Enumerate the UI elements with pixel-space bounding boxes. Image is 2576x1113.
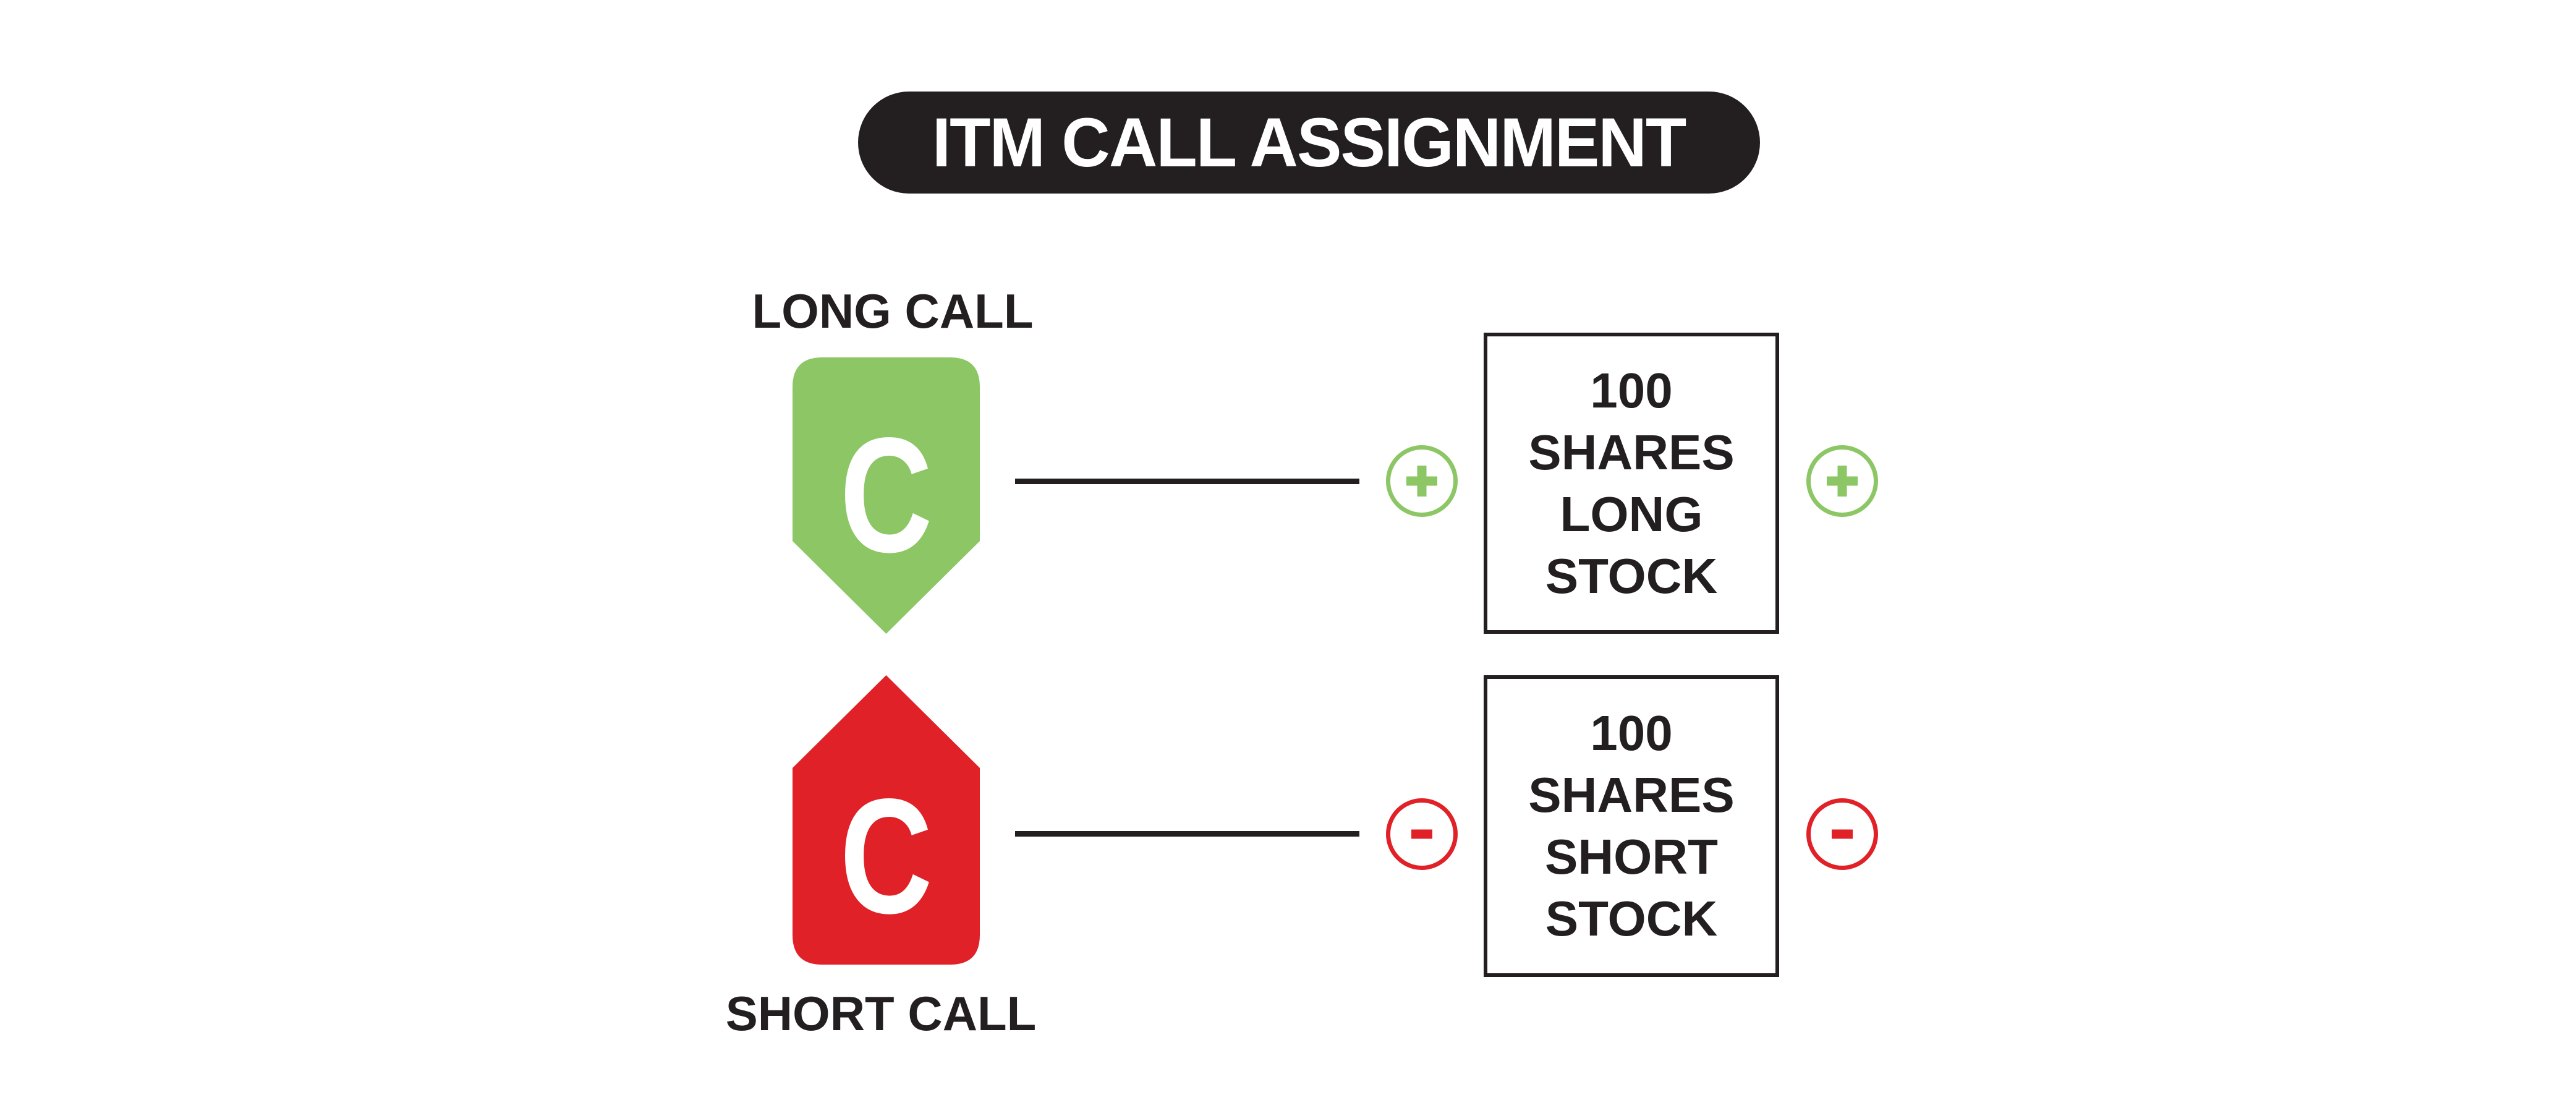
long-stock-result-box: 100 SHARES LONG STOCK — [1484, 333, 1779, 634]
box-line: STOCK — [1545, 891, 1718, 946]
box-line: 100 — [1590, 362, 1673, 418]
long-call-badge-letter: C — [840, 404, 933, 587]
plus-bar-vertical — [1417, 466, 1427, 497]
box-line: STOCK — [1545, 548, 1718, 603]
page-title: ITM CALL ASSIGNMENT — [932, 104, 1686, 181]
minus-bar — [1411, 829, 1432, 839]
short-stock-result-box: 100 SHARES SHORT STOCK — [1484, 675, 1779, 977]
box-line: 100 — [1590, 706, 1673, 761]
title-pill: ITM CALL ASSIGNMENT — [858, 92, 1760, 194]
box-line: SHORT — [1545, 829, 1718, 884]
box-line: LONG — [1560, 486, 1703, 542]
call-badge-down-icon: C — [793, 357, 980, 634]
plus-bar-vertical — [1837, 466, 1847, 497]
long-call-connector-line — [1015, 479, 1359, 484]
plus-icon: + — [1386, 445, 1458, 517]
call-badge-up-icon: C — [793, 675, 980, 965]
short-call-badge-shape: C — [793, 675, 980, 965]
long-call-label: LONG CALL — [752, 284, 1034, 338]
minus-icon: - — [1386, 798, 1458, 870]
short-call-badge-letter: C — [840, 765, 933, 948]
short-call-label: SHORT CALL — [725, 986, 1037, 1041]
plus-icon: + — [1806, 445, 1878, 517]
box-line: SHARES — [1528, 767, 1735, 822]
box-line: SHARES — [1528, 424, 1735, 480]
minus-icon: - — [1806, 798, 1878, 870]
long-call-badge-shape: C — [793, 357, 980, 634]
short-call-connector-line — [1015, 831, 1359, 837]
minus-bar — [1832, 829, 1853, 839]
